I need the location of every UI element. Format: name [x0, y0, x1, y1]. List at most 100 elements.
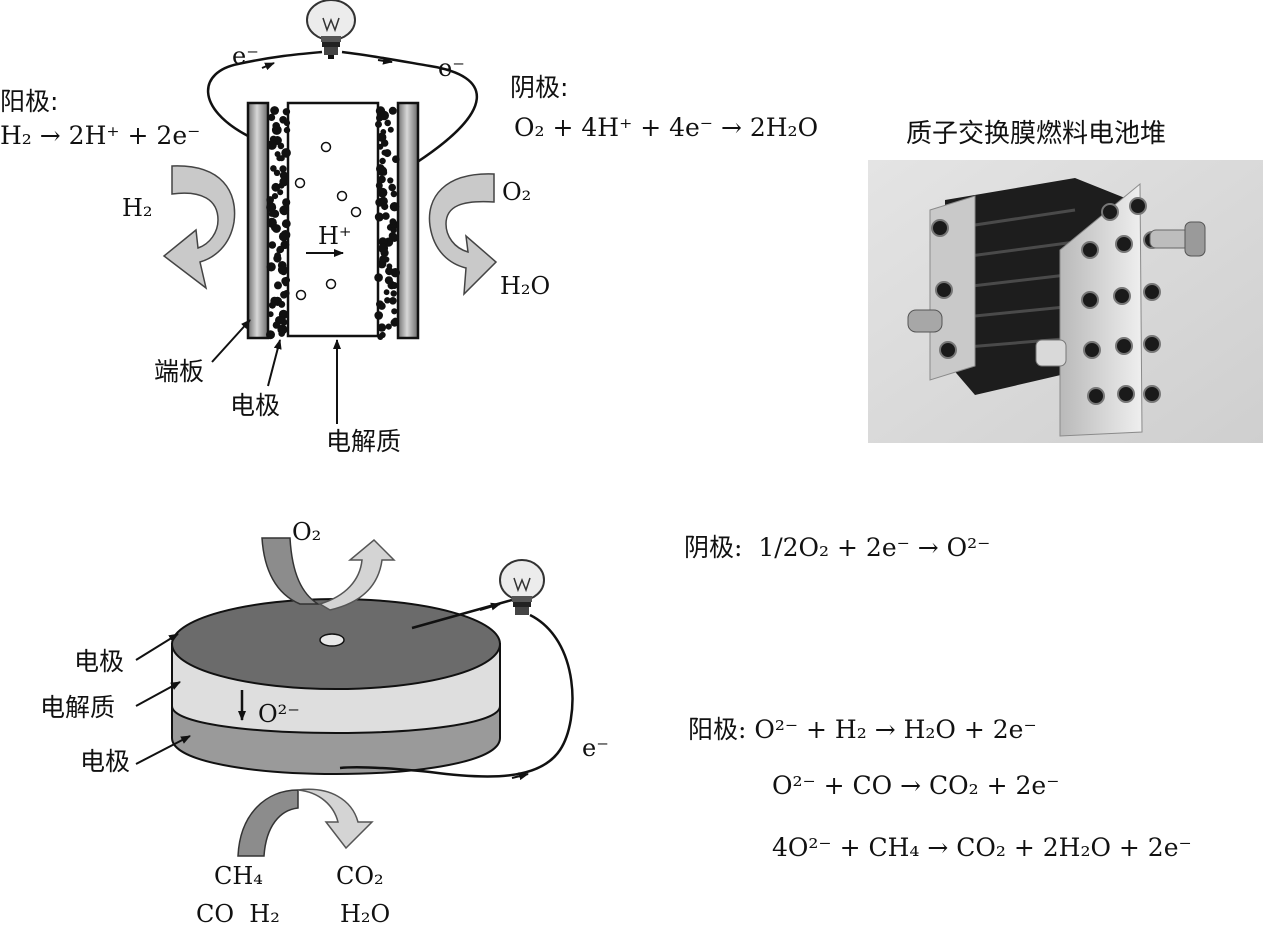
electrode-particle — [382, 212, 390, 220]
bolt — [1083, 341, 1101, 359]
electrode-particle — [389, 202, 400, 212]
electrode-particle — [277, 189, 284, 196]
electrode-particle — [390, 226, 397, 234]
electrode-particle — [388, 106, 397, 115]
electrode-particle — [381, 139, 389, 147]
electron-arrow-right — [377, 56, 393, 65]
electrode-particle — [392, 155, 400, 163]
fuel-in-line1: CH₄ — [214, 862, 263, 890]
electrode-particle — [278, 155, 285, 162]
sofc-anode-equation-2: O²⁻ + CO → CO₂ + 2e⁻ — [772, 771, 1059, 800]
bolt — [931, 219, 949, 237]
bolt — [1143, 283, 1161, 301]
electrode-particle — [375, 182, 383, 189]
oxide-ion-label: O²⁻ — [258, 700, 300, 728]
electrode-particle — [390, 282, 398, 289]
exhaust-flow-arrow-bottom — [297, 788, 374, 850]
electrode-particle — [377, 187, 388, 198]
pem-circuit-wire — [206, 50, 479, 170]
fuel-cell-stack-photo: 质子交换膜燃料电池堆 — [868, 119, 1263, 443]
o2-h2o-flow-arrow — [428, 173, 498, 296]
electrode-particle — [377, 334, 384, 340]
h2-flow-arrow — [162, 165, 236, 290]
photo-caption: 质子交换膜燃料电池堆 — [906, 119, 1166, 149]
bolt — [1081, 291, 1099, 309]
bottom-electrode-pointer — [135, 735, 191, 765]
sofc-anode-equation-1: 阳极: O²⁻ + H₂ → H₂O + 2e⁻ — [688, 715, 1037, 744]
electrode-particle — [388, 183, 397, 192]
electrode-particle — [385, 267, 394, 276]
electrode-particle — [389, 218, 397, 226]
bolt — [1117, 385, 1135, 403]
electrode-particle — [272, 224, 281, 233]
electrode-particle — [268, 241, 277, 249]
lightbulb-icon — [306, 0, 356, 59]
bolt — [1143, 335, 1161, 353]
end-plate-left — [246, 101, 270, 340]
electrode-particle — [274, 252, 281, 260]
sofc-electron-label: e⁻ — [582, 734, 609, 762]
electrode-particle — [374, 311, 384, 320]
electrode-particle — [384, 119, 392, 127]
bolt — [1143, 385, 1161, 403]
electrode-particle — [381, 202, 389, 211]
electron-label-right: e⁻ — [438, 54, 465, 82]
electrode-particle — [383, 149, 392, 158]
cathode-electrode-particles — [374, 106, 400, 340]
center-hole — [319, 633, 345, 647]
bolt — [1081, 241, 1099, 259]
sofc-top-electrode-label: 电极 — [74, 647, 124, 676]
electrode-particle — [282, 108, 291, 116]
electrode-particle — [281, 148, 291, 158]
bolt — [1087, 387, 1105, 405]
sofc-o2-label: O₂ — [292, 518, 321, 546]
pem-cell-diagram: 阳极: H₂ → 2H⁺ + 2e⁻ 阴极: O₂ + 4H⁺ + 4e⁻ → … — [0, 0, 818, 456]
pem-cathode-equation: O₂ + 4H⁺ + 4e⁻ → 2H₂O — [514, 113, 818, 142]
electrode-particle — [278, 300, 286, 308]
electrode-particle — [268, 113, 276, 121]
electrolyte-region — [286, 101, 380, 338]
electrode-particle — [283, 119, 291, 127]
electrode-particle — [267, 140, 277, 150]
electrode-particle — [279, 165, 287, 173]
electrode-particle — [281, 219, 291, 229]
electron-arrow-left — [261, 62, 275, 71]
o2-flow-arrow-top — [261, 537, 321, 605]
electrode-particle — [378, 243, 389, 254]
electrode-particle — [276, 245, 285, 254]
electrode-particle — [377, 166, 388, 176]
exhaust-line2: H₂O — [340, 900, 390, 928]
electrode-particle — [266, 330, 275, 340]
proton-label: H⁺ — [318, 222, 352, 250]
pem-cathode-title: 阴极: — [510, 73, 568, 102]
sofc-lightbulb-icon — [499, 559, 545, 615]
electrode-particle — [379, 110, 389, 121]
electrode-particle — [279, 205, 290, 216]
electrode-particle — [273, 169, 281, 176]
electrode-particle — [266, 262, 276, 272]
electron-label-left: e⁻ — [232, 42, 259, 70]
bolt — [1129, 197, 1147, 215]
electrode-particle — [391, 308, 398, 315]
electrode-particle — [376, 300, 384, 309]
electrode-particle — [270, 106, 279, 115]
electrode-particle — [379, 157, 386, 165]
top-electrode-pointer — [135, 633, 179, 661]
electrode-particle — [389, 297, 397, 305]
electrode-particle — [387, 177, 394, 184]
electrode-particle — [277, 142, 285, 150]
sofc-electrolyte-label: 电解质 — [40, 693, 115, 722]
sofc-diagram: O₂ 电极 电解质 电极 O²⁻ e⁻ CH₄ CO H₂ CO₂ H₂O 阴极… — [40, 518, 1192, 928]
electrode-particle — [390, 290, 397, 297]
electrode-particle — [282, 198, 291, 207]
fuel-flow-arrow-bottom — [237, 789, 299, 857]
electrode-particle — [374, 273, 383, 282]
electrode-particle — [266, 196, 275, 204]
electrolyte-pointer-sofc — [135, 681, 181, 707]
electrode-particle — [390, 190, 398, 198]
electrode-particle — [270, 165, 277, 172]
bolt — [1115, 235, 1133, 253]
anode-electrode-particles — [266, 106, 291, 340]
pem-anode-equation: H₂ → 2H⁺ + 2e⁻ — [0, 121, 200, 150]
